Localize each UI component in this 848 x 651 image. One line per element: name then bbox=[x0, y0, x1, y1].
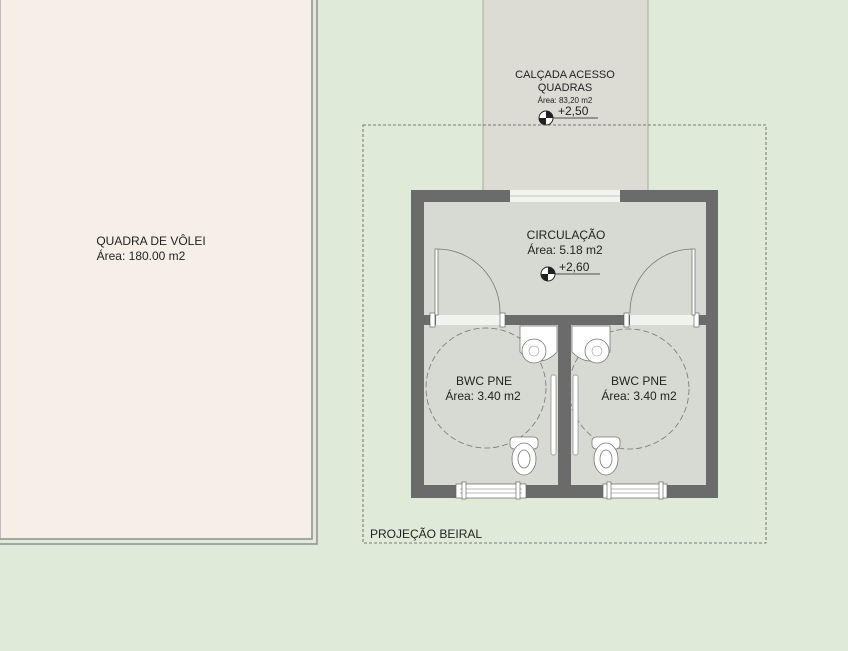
sink-left-icon bbox=[519, 325, 558, 364]
sink-right-icon bbox=[571, 325, 611, 364]
level-marker-icon bbox=[540, 266, 600, 282]
volleyball-court bbox=[0, 0, 313, 540]
grab-bar-right-icon bbox=[572, 374, 579, 456]
grab-bar-left-icon bbox=[550, 374, 557, 456]
window-right-icon bbox=[602, 481, 668, 500]
access-walkway bbox=[482, 0, 649, 193]
bathroom-left-area: Área: 3.40 m2 bbox=[445, 388, 521, 403]
walkway-area: Área: 83,20 m2 bbox=[538, 96, 593, 105]
turning-circle-left bbox=[425, 327, 547, 449]
circulation-floor bbox=[424, 202, 706, 315]
court-name: QUADRA DE VÔLEI bbox=[96, 233, 205, 248]
door-swing-right-icon bbox=[629, 248, 696, 316]
walkway-name-line1: CALÇADA ACESSO bbox=[515, 69, 615, 81]
bathroom-right-name: BWC PNE bbox=[611, 374, 667, 388]
toilet-left-icon bbox=[509, 436, 539, 476]
circulation-name: CIRCULAÇÃO bbox=[527, 228, 606, 242]
volleyball-court-border bbox=[0, 0, 318, 545]
window-left-icon bbox=[455, 481, 527, 500]
door-opening-right bbox=[630, 315, 694, 325]
circulation-area: Área: 5.18 m2 bbox=[527, 242, 603, 257]
court-area: Área: 180.00 m2 bbox=[97, 248, 186, 263]
eave-label: PROJEÇÃO BEIRAL bbox=[370, 527, 482, 541]
eave-projection bbox=[362, 124, 767, 544]
toilet-right-icon bbox=[591, 436, 621, 476]
bathroom-left-name: BWC PNE bbox=[456, 374, 512, 388]
walkway-level: +2,50 bbox=[558, 104, 589, 118]
bathroom-right-area: Área: 3.40 m2 bbox=[601, 388, 677, 403]
walkway-name-line2: QUADRAS bbox=[538, 82, 592, 94]
door-swing-left-icon bbox=[434, 248, 501, 316]
door-opening-left bbox=[436, 315, 500, 325]
level-marker-icon bbox=[538, 110, 598, 126]
circulation-level: +2,60 bbox=[559, 260, 590, 274]
turning-circle-right bbox=[568, 328, 690, 450]
